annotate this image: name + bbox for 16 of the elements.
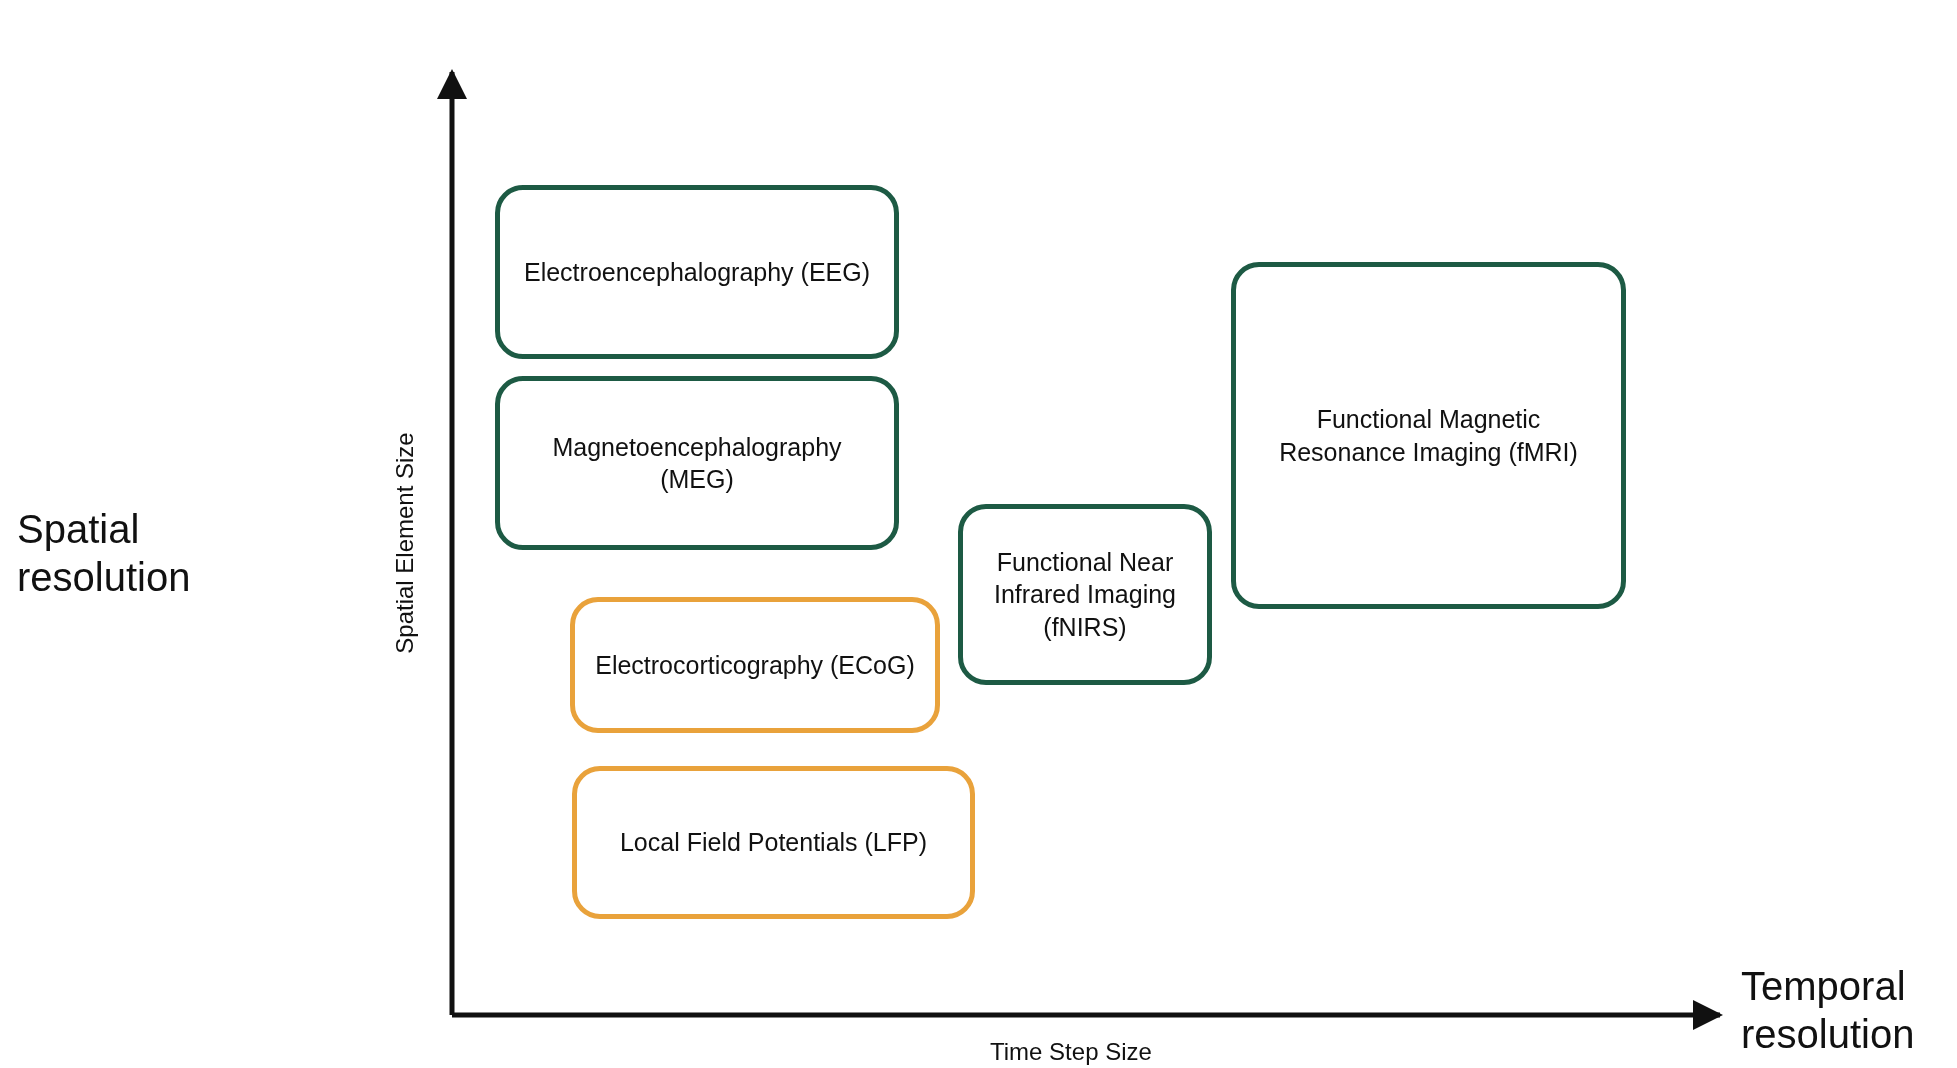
method-box — [495, 376, 899, 550]
method-name: Electroencephalography (EEG) — [524, 256, 870, 288]
method-box — [1231, 262, 1626, 609]
axis-title: Spatial resolution — [17, 506, 192, 601]
axis-label: Time Step Size — [990, 1038, 1152, 1066]
method-name: Electrocorticography (ECoG) — [595, 649, 915, 681]
method-box — [495, 185, 899, 359]
method-name: Magnetoencephalography (MEG) — [551, 431, 843, 495]
method-name: Functional Magnetic Resonance Imaging (fMRI) — [1278, 404, 1579, 468]
method-box — [572, 766, 975, 919]
method-box — [570, 597, 940, 733]
axis-title: Temporal resolution — [1741, 963, 1916, 1058]
method-box — [958, 504, 1212, 685]
method-name: Functional Near Infrared Imaging (fNIRS) — [992, 546, 1177, 643]
method-name: Local Field Potentials (LFP) — [619, 827, 928, 859]
axis-label: Spatial Element Size — [391, 432, 419, 654]
